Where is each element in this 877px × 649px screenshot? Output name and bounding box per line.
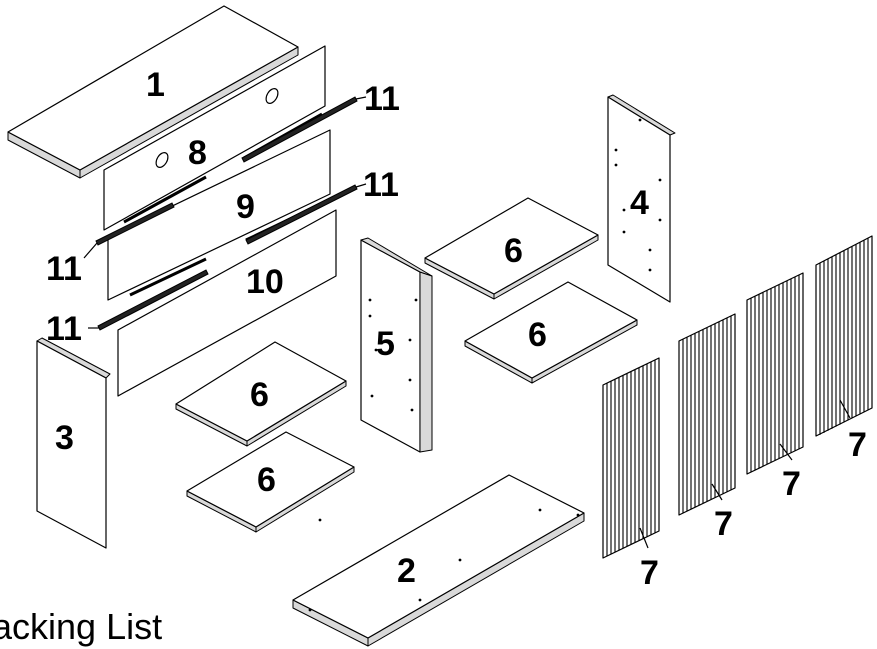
label-part-11-d: 11 bbox=[46, 310, 82, 348]
part-3-left-side bbox=[36, 337, 111, 549]
connector-hole bbox=[318, 518, 322, 522]
label-part-1: 1 bbox=[146, 66, 165, 104]
connector-hole bbox=[576, 513, 580, 517]
connector-hole bbox=[408, 338, 412, 342]
label-part-8: 8 bbox=[188, 134, 207, 172]
part-11-rail-d bbox=[97, 269, 209, 331]
label-part-6-d: 6 bbox=[528, 316, 547, 354]
connector-hole bbox=[648, 268, 652, 272]
part-11-rail-a bbox=[241, 96, 358, 163]
label-part-10: 10 bbox=[246, 263, 284, 301]
connector-hole bbox=[414, 298, 418, 302]
connector-hole bbox=[622, 230, 626, 234]
connector-hole bbox=[538, 508, 542, 512]
leader-7-c bbox=[779, 443, 793, 461]
leader-11-a bbox=[355, 96, 367, 100]
connector-hole bbox=[658, 178, 662, 182]
leader-11-b bbox=[355, 183, 367, 188]
part-7-door-c bbox=[746, 272, 804, 475]
connector-hole bbox=[614, 148, 618, 152]
part-4-right-side bbox=[607, 94, 676, 303]
label-part-11-a: 11 bbox=[364, 80, 400, 118]
connector-hole bbox=[308, 608, 312, 612]
label-part-2: 2 bbox=[397, 552, 416, 590]
label-part-3: 3 bbox=[55, 419, 74, 457]
leader-7-b bbox=[711, 483, 723, 501]
leader-7-a bbox=[639, 527, 649, 549]
connector-hole bbox=[374, 348, 378, 352]
label-part-5: 5 bbox=[376, 325, 395, 363]
connector-hole bbox=[658, 218, 662, 222]
label-part-7-d: 7 bbox=[848, 426, 867, 464]
connector-hole bbox=[418, 598, 422, 602]
label-part-6-c: 6 bbox=[504, 232, 523, 270]
connector-hole bbox=[622, 208, 626, 212]
part-2-bottom-panel bbox=[292, 474, 585, 647]
part-6-shelf-a bbox=[175, 341, 347, 447]
part-7-door-d bbox=[815, 235, 873, 437]
part-5-divider bbox=[360, 237, 433, 453]
connector-holes bbox=[308, 118, 662, 612]
label-part-7-a: 7 bbox=[640, 554, 659, 592]
label-part-7-b: 7 bbox=[714, 505, 733, 543]
connector-hole bbox=[458, 558, 462, 562]
part-1-top-panel bbox=[7, 5, 299, 179]
part-10-back-panel bbox=[117, 209, 337, 397]
connector-hole bbox=[614, 163, 618, 167]
connector-hole bbox=[368, 314, 372, 318]
part-7-door-b bbox=[678, 313, 736, 516]
label-part-4: 4 bbox=[630, 184, 649, 222]
connector-hole bbox=[410, 408, 414, 412]
label-part-6-a: 6 bbox=[250, 376, 269, 414]
label-part-7-c: 7 bbox=[782, 465, 801, 503]
label-part-11-b: 11 bbox=[363, 166, 399, 204]
part-6-shelf-b bbox=[186, 431, 355, 533]
connector-hole bbox=[408, 378, 412, 382]
leader-11-c bbox=[83, 242, 98, 259]
leader-7-d bbox=[839, 399, 851, 419]
connector-hole bbox=[648, 248, 652, 252]
part-7-door-a bbox=[602, 357, 660, 559]
label-part-9: 9 bbox=[236, 188, 255, 226]
label-part-6-b: 6 bbox=[257, 461, 276, 499]
connector-hole bbox=[368, 298, 372, 302]
part-11-rail-c bbox=[95, 202, 175, 246]
packing-list-caption: acking List bbox=[0, 606, 163, 647]
connector-hole bbox=[370, 394, 374, 398]
part-6-shelf-c bbox=[424, 197, 599, 300]
part-6-shelf-d bbox=[464, 281, 638, 384]
part-11-rail-b bbox=[245, 184, 358, 245]
connector-hole bbox=[638, 118, 642, 122]
label-part-11-c: 11 bbox=[46, 250, 82, 288]
